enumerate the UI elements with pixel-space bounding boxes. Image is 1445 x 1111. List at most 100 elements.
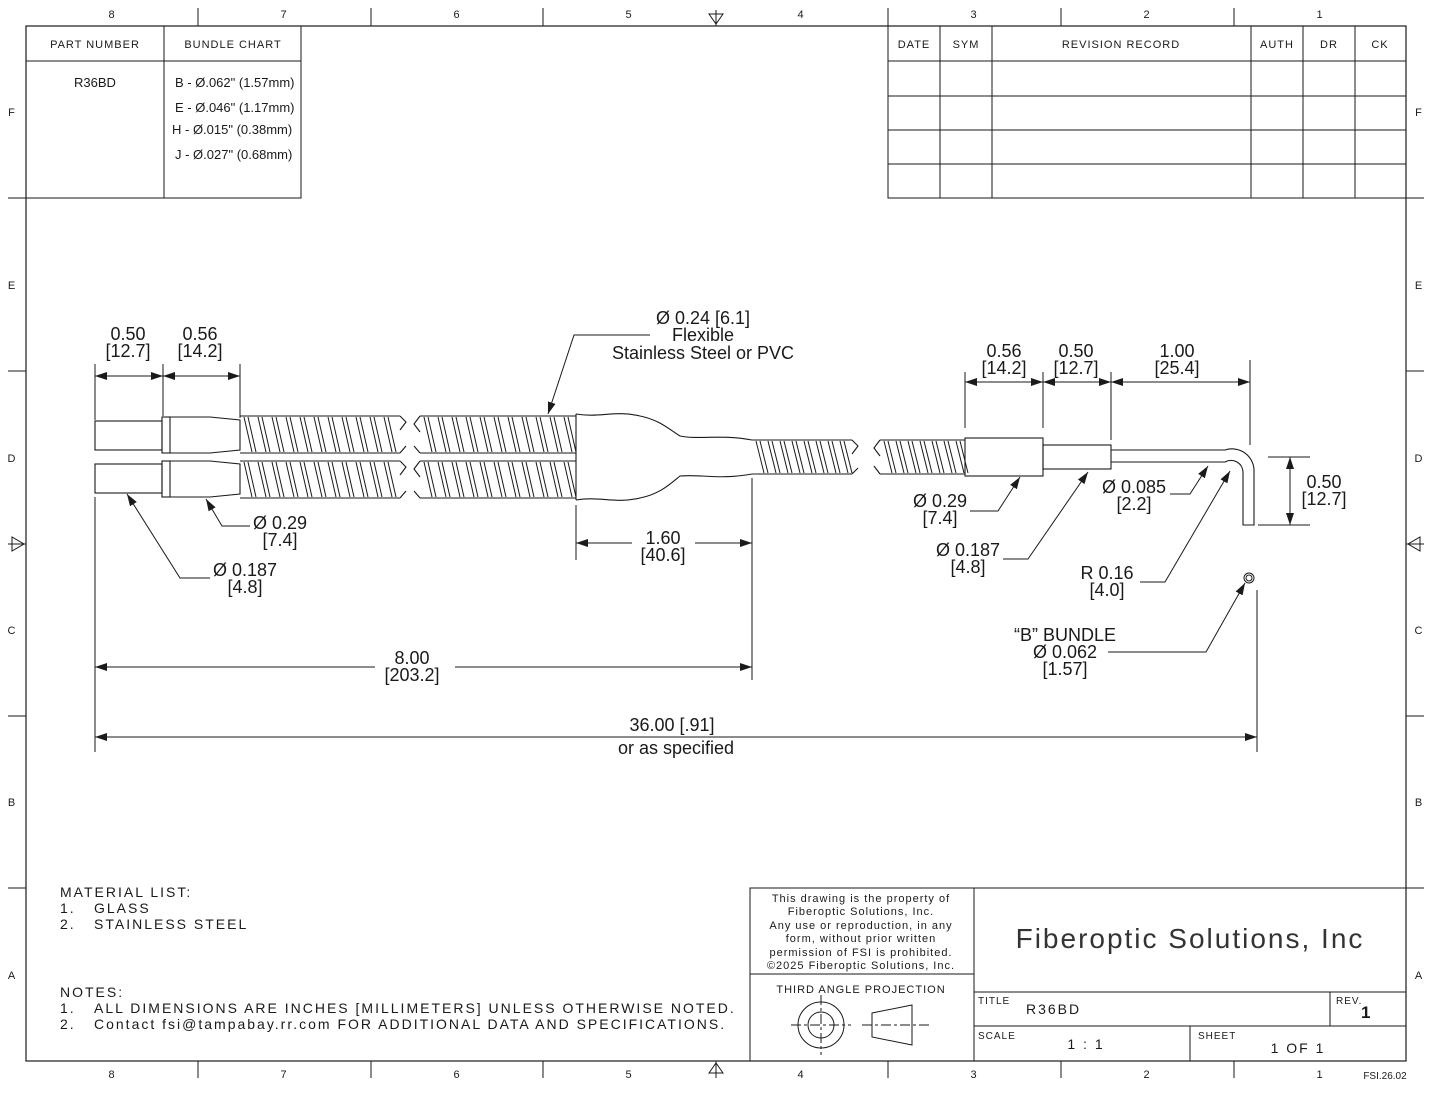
material-num: 1.: [60, 900, 76, 916]
spiral-wrap: [535, 416, 549, 453]
col-label: 4: [797, 9, 804, 21]
dim-left-dia1: Ø 0.29: [253, 513, 307, 533]
scale-value: 1 : 1: [1067, 1036, 1104, 1052]
note-num: 1.: [60, 1000, 76, 1016]
sheet-label: SHEET: [1198, 1031, 1236, 1042]
spiral-wrap: [803, 440, 817, 474]
rev-header-record: REVISION RECORD: [1062, 39, 1180, 51]
col-label: 1: [1316, 1069, 1323, 1081]
spiral-wrap: [479, 416, 493, 453]
dim-left-len1: 0.50: [110, 324, 145, 344]
dim-breakout-mm: [40.6]: [640, 545, 685, 565]
row-label: A: [8, 970, 16, 982]
rev-value: 1: [1361, 1003, 1370, 1022]
property-line: form, without prior written: [786, 933, 936, 945]
dim-right-len2-mm: [12.7]: [1053, 358, 1098, 378]
dim-right-len1-mm: [14.2]: [981, 358, 1026, 378]
dim-right-dia1: Ø 0.29: [913, 491, 967, 511]
spiral-wrap: [943, 440, 957, 474]
col-label: 7: [280, 9, 287, 21]
dim-left-dia2: Ø 0.187: [213, 560, 277, 580]
dim-bundle-dia: Ø 0.062: [1033, 642, 1097, 662]
spiral-wrap: [451, 416, 465, 453]
spiral-wrap: [313, 416, 327, 453]
spiral-wrap: [521, 461, 535, 498]
spiral-wrap: [271, 461, 285, 498]
dim-leg-length-mm: [203.2]: [384, 665, 439, 685]
spiral-wrap: [369, 461, 383, 498]
col-label: 5: [625, 9, 632, 21]
spiral-wrap: [243, 416, 257, 453]
dim-right-len3-mm: [25.4]: [1154, 358, 1199, 378]
spiral-wrap: [507, 416, 521, 453]
row-label: F: [1415, 107, 1423, 119]
row-label: E: [1415, 280, 1423, 292]
spiral-wrap: [423, 461, 437, 498]
part-number-header: PART NUMBER: [50, 39, 140, 51]
property-line: permission of FSI is prohibited.: [769, 947, 952, 959]
spiral-wrap: [883, 440, 897, 474]
col-label: 7: [280, 1069, 287, 1081]
row-label: C: [8, 625, 17, 637]
spiral-wrap: [955, 440, 969, 474]
dim-left-len2-mm: [14.2]: [177, 341, 222, 361]
dim-bend-radius-mm: [4.0]: [1089, 580, 1124, 600]
note-item: Contact fsi@tampabay.rr.com FOR ADDITION…: [94, 1016, 726, 1032]
spiral-wrap: [507, 461, 521, 498]
spiral-wrap: [285, 416, 299, 453]
spiral-wrap: [479, 461, 493, 498]
title-block: [749, 887, 1407, 1062]
spiral-wrap: [383, 461, 397, 498]
bundle-chart-item: H - Ø.015" (0.38mm): [172, 122, 292, 137]
dim-left-len2: 0.56: [182, 324, 217, 344]
spiral-wrap: [257, 416, 271, 453]
property-line: ©2025 Fiberoptic Solutions, Inc.: [767, 960, 955, 972]
col-label: 3: [970, 9, 977, 21]
spiral-wrap: [355, 416, 369, 453]
spiral-wrap: [423, 416, 437, 453]
spiral-wrap: [521, 416, 535, 453]
dim-leg-length: 8.00: [394, 648, 429, 668]
spiral-wrap: [465, 461, 479, 498]
dim-right-dia2-mm: [4.8]: [950, 557, 985, 577]
bundle-chart-item: J - Ø.027" (0.68mm): [175, 147, 292, 162]
dim-right-dia2: Ø 0.187: [936, 540, 1000, 560]
property-line: Fiberoptic Solutions, Inc.: [788, 906, 934, 918]
dim-bundle-label: “B” BUNDLE: [1014, 625, 1116, 645]
cable-assembly: [94, 413, 1255, 526]
title-label: TITLE: [978, 996, 1010, 1007]
dim-tube-dia-mm: [2.2]: [1116, 494, 1151, 514]
row-label: A: [1415, 970, 1423, 982]
spiral-wrap: [839, 440, 853, 474]
dim-overall-note: or as specified: [618, 738, 734, 758]
dim-right-dia1-mm: [7.4]: [922, 508, 957, 528]
spiral-wrap: [493, 416, 507, 453]
row-label: C: [1415, 625, 1424, 637]
spiral-wrap: [755, 440, 769, 474]
notes-title: NOTES:: [60, 984, 124, 1000]
col-label: 3: [970, 1069, 977, 1081]
spiral-wrap: [563, 416, 577, 453]
dim-right-len2: 0.50: [1058, 341, 1093, 361]
spiral-wrap: [355, 461, 369, 498]
part-number-value: R36BD: [74, 75, 116, 90]
material-item: STAINLESS STEEL: [94, 916, 248, 932]
title-value: R36BD: [1026, 1001, 1081, 1017]
material-item: GLASS: [94, 900, 151, 916]
dim-bend-length: 0.50: [1306, 472, 1341, 492]
spiral-wrap: [341, 416, 355, 453]
dim-left-len1-mm: [12.7]: [105, 341, 150, 361]
spiral-wrap: [931, 440, 945, 474]
rev-header-ck: CK: [1371, 39, 1388, 51]
projection-label: THIRD ANGLE PROJECTION: [776, 984, 945, 996]
spiral-wrap: [299, 461, 313, 498]
dim-bend-length-mm: [12.7]: [1301, 489, 1346, 509]
rev-header-sym: SYM: [953, 39, 980, 51]
spiral-wrap: [369, 416, 383, 453]
dim-right-len3: 1.00: [1159, 341, 1194, 361]
row-label: D: [8, 453, 17, 465]
spiral-wrap: [299, 416, 313, 453]
spiral-wrap: [791, 440, 805, 474]
sheet-value: 1 OF 1: [1271, 1040, 1326, 1056]
rev-label: REV.: [1336, 996, 1362, 1007]
